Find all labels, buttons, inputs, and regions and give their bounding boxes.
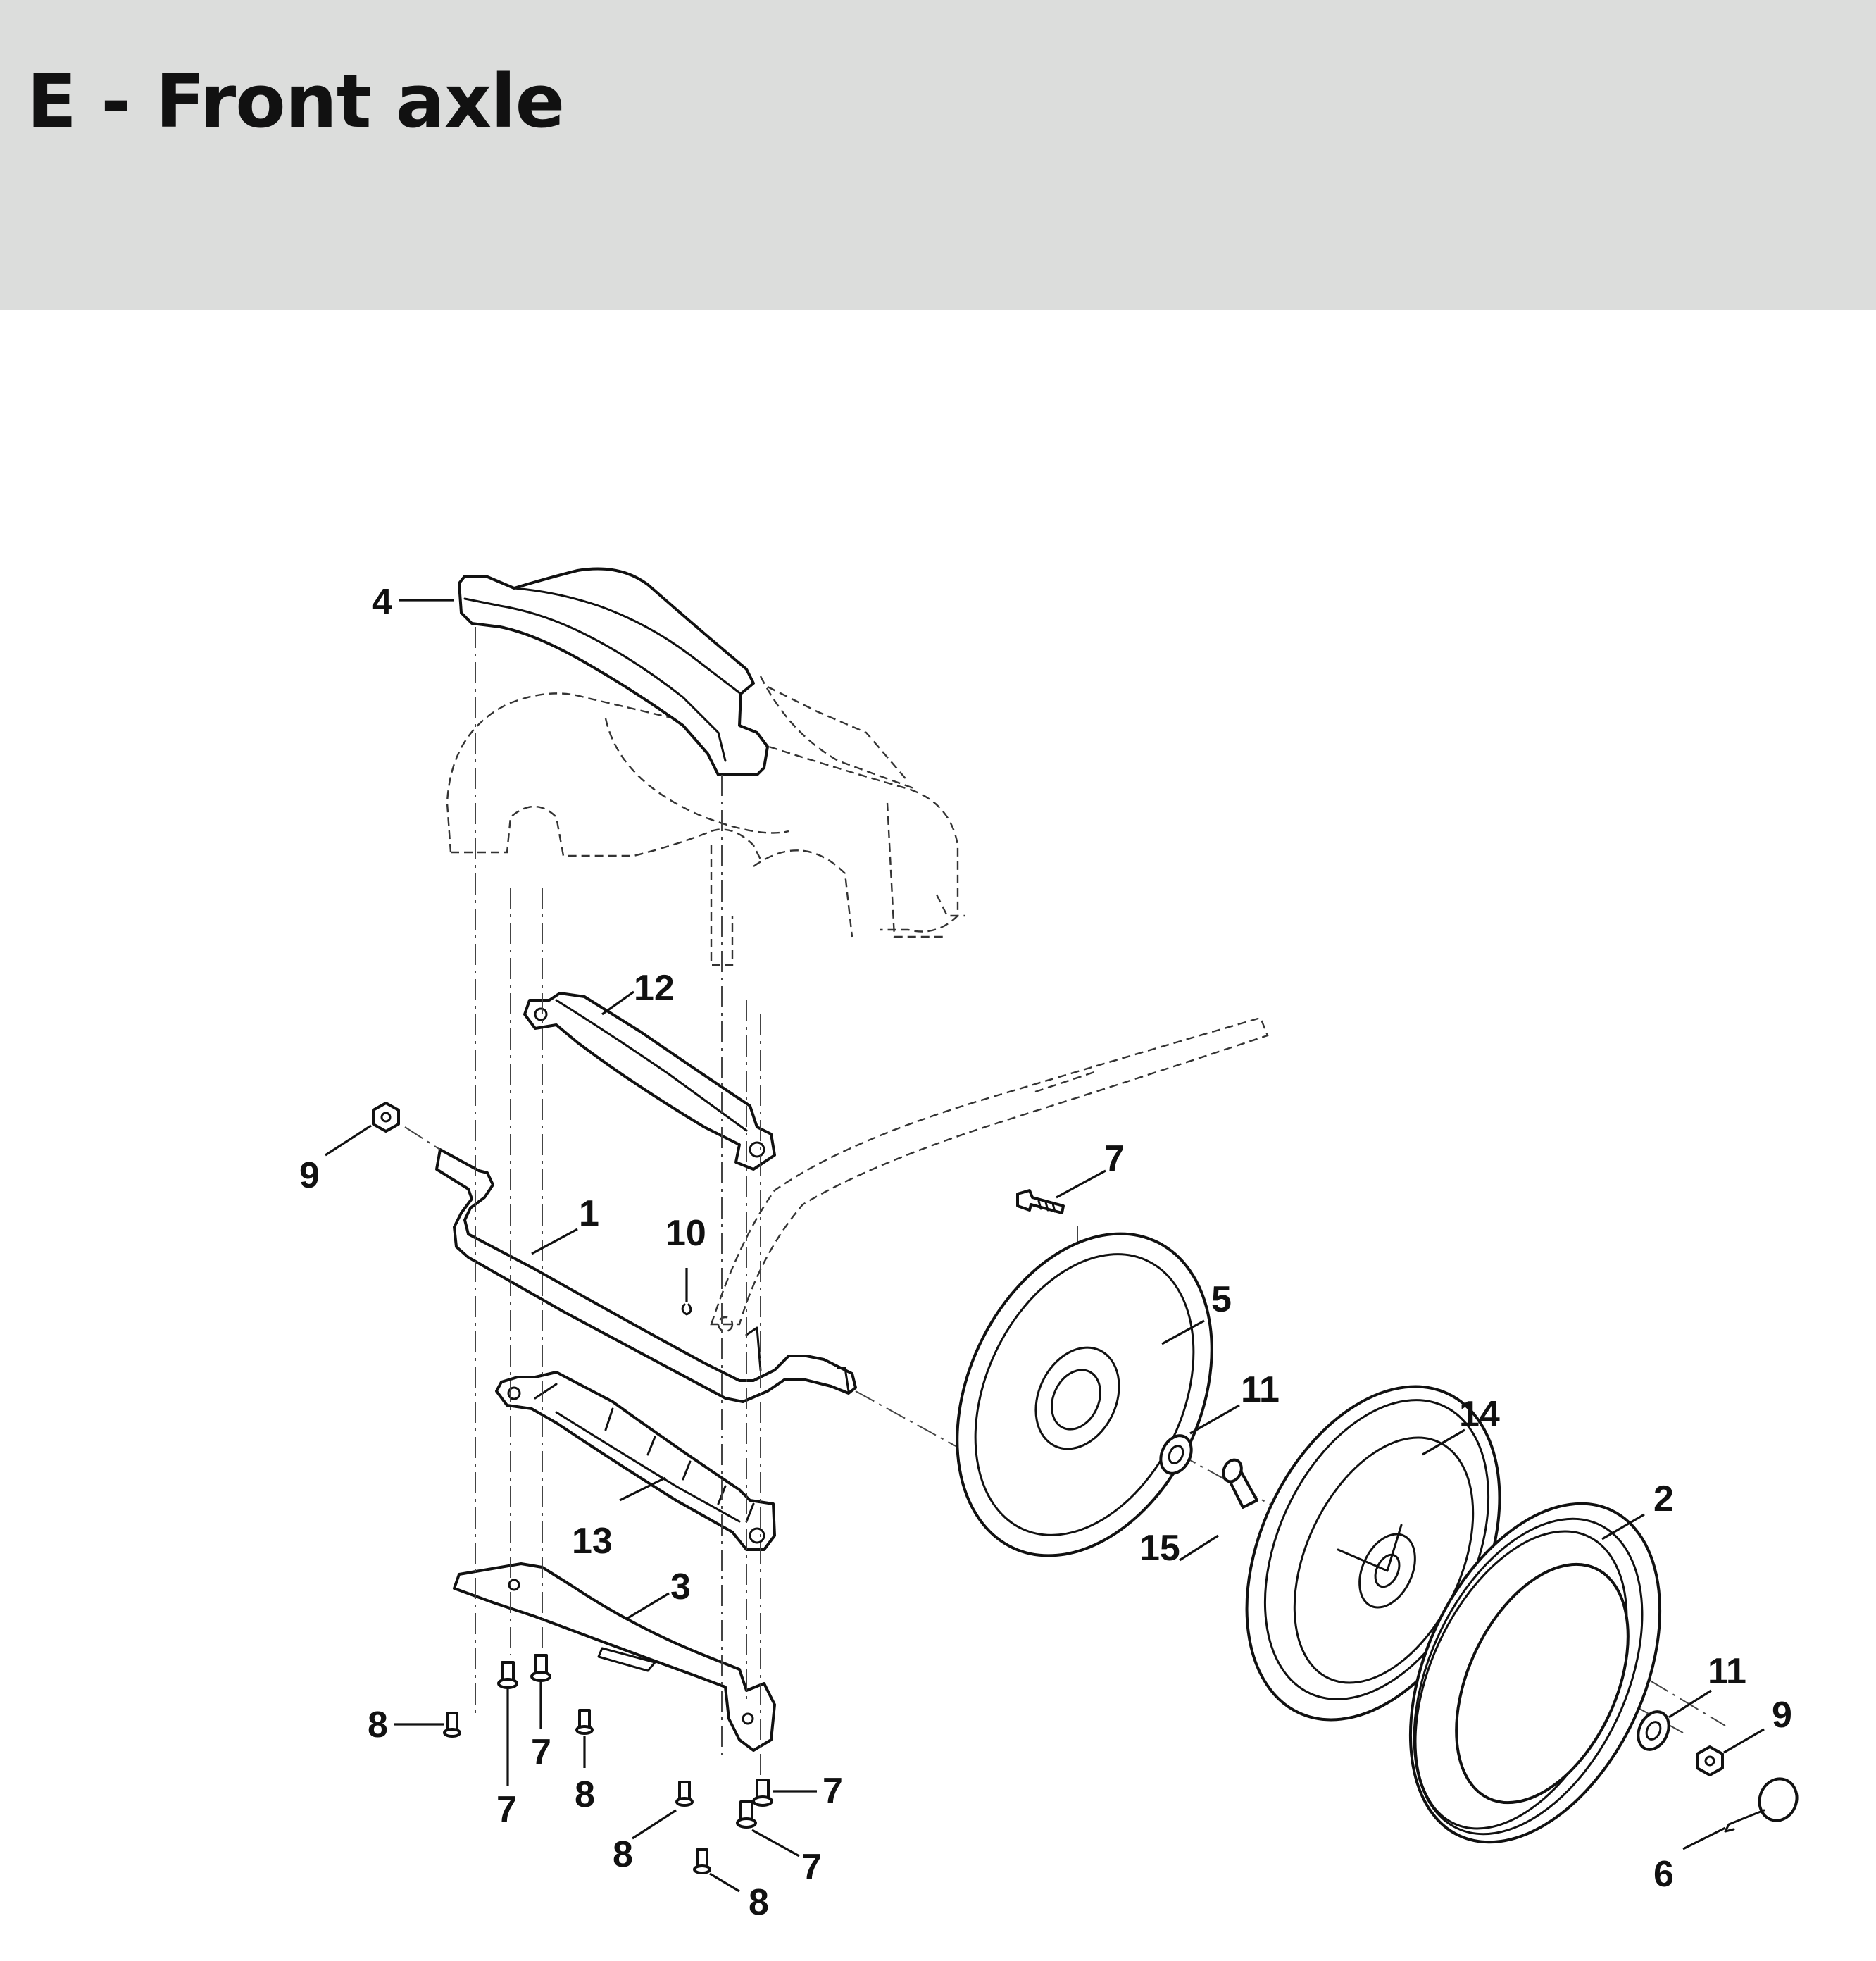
callout-13: 13 (572, 1521, 613, 1562)
part-9-nut-left (372, 1102, 400, 1133)
callout-9: 9 (1772, 1695, 1792, 1736)
callout-2: 2 (1653, 1478, 1674, 1519)
part-9-nut-right (1696, 1745, 1724, 1776)
part-15-spacer-sleeve (1222, 1458, 1258, 1509)
callout-7: 7 (496, 1789, 517, 1830)
callout-8: 8 (749, 1882, 769, 1923)
callout-7: 7 (823, 1771, 843, 1812)
callout-7: 7 (531, 1732, 551, 1773)
part-7-screw-a (497, 1661, 518, 1689)
part-1-front-axle (435, 1148, 857, 1403)
callout-numbers: 4 12 9 1 10 7 5 11 14 2 15 13 3 8 7 7 8 … (299, 582, 1792, 1923)
callout-9: 9 (299, 1155, 320, 1196)
part-7-bolt-wheel (1016, 1189, 1065, 1214)
small-screws (443, 1654, 773, 1874)
callout-11: 11 (1241, 1369, 1280, 1410)
callout-7: 7 (801, 1847, 822, 1888)
ghost-handle-rod (710, 1016, 1269, 1333)
part-3-support-plate (453, 1562, 776, 1752)
callout-10: 10 (665, 1213, 706, 1254)
part-8-screw-d (693, 1848, 711, 1874)
callout-1: 1 (579, 1193, 599, 1234)
part-5-wheel-cover (956, 1232, 1213, 1557)
ghost-mower-housing (446, 676, 965, 966)
part-2-tyre (1408, 1502, 1662, 1844)
callout-12: 12 (634, 968, 675, 1009)
callout-6: 6 (1653, 1854, 1674, 1895)
callout-8: 8 (575, 1774, 595, 1815)
part-8-screw-b (575, 1709, 594, 1735)
part-13-mounting-bracket (495, 1371, 776, 1551)
part-8-screw-c (675, 1781, 694, 1807)
part-7-screw-b (530, 1654, 551, 1682)
callout-4: 4 (372, 582, 392, 623)
callout-8: 8 (613, 1834, 633, 1875)
part-12-axle-cover (523, 992, 776, 1171)
part-4-front-bumper (458, 567, 769, 776)
leader-lines (325, 599, 1765, 1893)
callout-14: 14 (1459, 1394, 1500, 1435)
part-10-pin (681, 1303, 692, 1316)
page-title: E - Front axle (27, 58, 565, 144)
part-7-screw-c (752, 1779, 773, 1807)
part-6-hubcap-clip (1724, 1777, 1799, 1833)
callout-7: 7 (1104, 1138, 1125, 1179)
callout-11: 11 (1708, 1651, 1746, 1692)
part-8-screw-a (443, 1712, 461, 1738)
part-7-screw-d (736, 1800, 757, 1829)
part-11-bearing-inner (1159, 1434, 1193, 1475)
callout-8: 8 (368, 1705, 388, 1745)
header-band: E - Front axle (0, 0, 1876, 310)
part-11-bearing-outer (1637, 1710, 1670, 1751)
callout-3: 3 (670, 1567, 691, 1607)
callout-5: 5 (1211, 1279, 1232, 1320)
callout-15: 15 (1139, 1528, 1180, 1569)
